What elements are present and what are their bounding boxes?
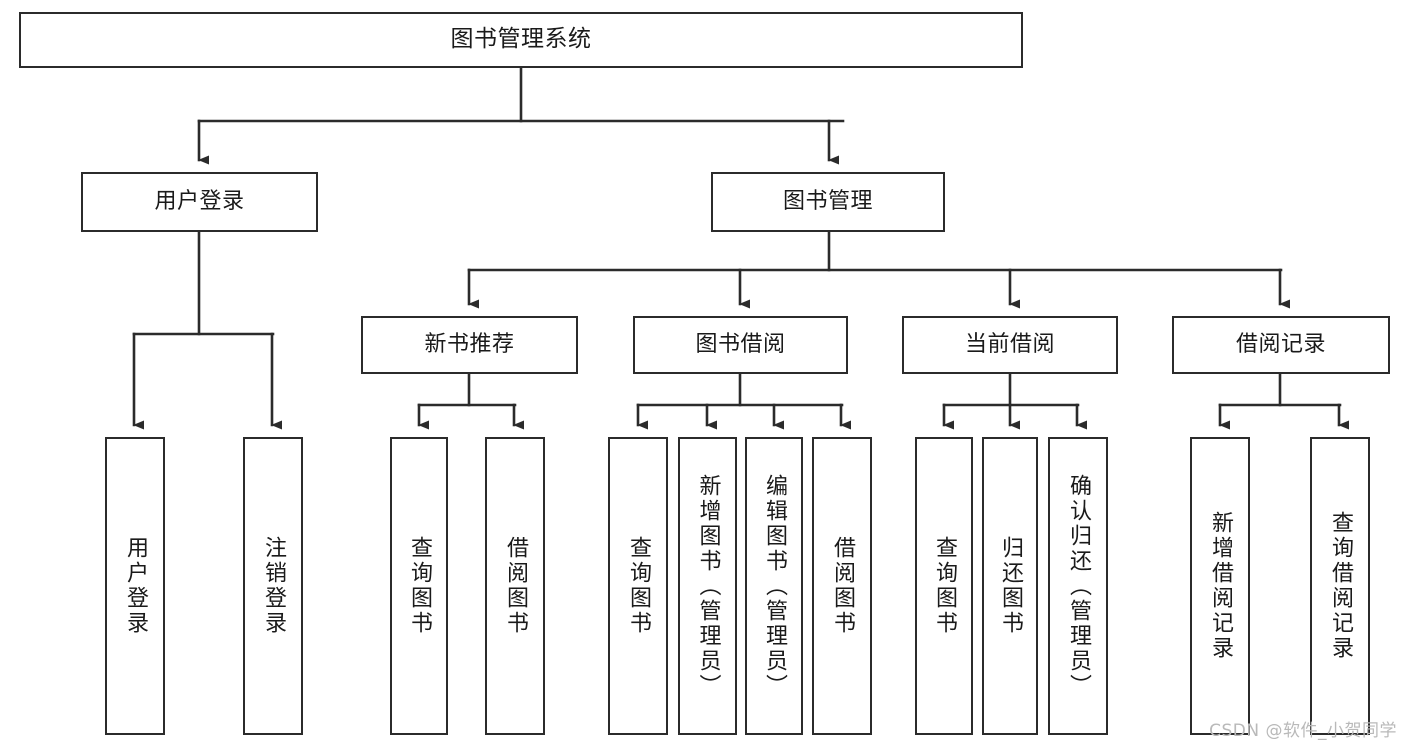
leaf-edit-book-admin-label: 编辑图书（管理员） [762,473,787,699]
leaf-logout[interactable]: 注销登录 [243,437,303,735]
leaf-edit-book-admin[interactable]: 编辑图书（管理员） [745,437,803,735]
leaf-borrow-books-new-label: 借阅图书 [503,536,528,636]
node-root-label: 图书管理系统 [450,26,592,53]
leaf-query-books-current-label: 查询图书 [932,536,957,636]
leaf-user-login[interactable]: 用户登录 [105,437,165,735]
leaf-query-books-current[interactable]: 查询图书 [915,437,973,735]
leaf-query-books-new[interactable]: 查询图书 [390,437,448,735]
leaf-borrow-books-label: 借阅图书 [830,536,855,636]
node-new-book-recommend[interactable]: 新书推荐 [361,316,578,374]
node-user-login[interactable]: 用户登录 [81,172,318,232]
node-root[interactable]: 图书管理系统 [19,12,1023,68]
leaf-return-books[interactable]: 归还图书 [982,437,1038,735]
leaf-confirm-return-admin-label: 确认归还（管理员） [1066,473,1091,699]
leaf-borrow-books-new[interactable]: 借阅图书 [485,437,545,735]
node-book-management[interactable]: 图书管理 [711,172,945,232]
node-borrow-records[interactable]: 借阅记录 [1172,316,1390,374]
node-book-borrow-label: 图书借阅 [695,331,786,357]
leaf-return-books-label: 归还图书 [998,536,1023,636]
leaf-user-login-label: 用户登录 [123,536,148,636]
leaf-borrow-books[interactable]: 借阅图书 [812,437,872,735]
node-current-borrow[interactable]: 当前借阅 [902,316,1118,374]
node-book-management-label: 图书管理 [782,188,873,214]
leaf-query-borrow-record-label: 查询借阅记录 [1328,511,1353,661]
leaf-add-borrow-record[interactable]: 新增借阅记录 [1190,437,1250,735]
leaf-query-borrow-record[interactable]: 查询借阅记录 [1310,437,1370,735]
leaf-logout-label: 注销登录 [261,536,286,636]
leaf-query-books-borrow[interactable]: 查询图书 [608,437,668,735]
node-book-borrow[interactable]: 图书借阅 [633,316,848,374]
leaf-query-books-borrow-label: 查询图书 [626,536,651,636]
node-current-borrow-label: 当前借阅 [964,331,1055,357]
leaf-add-borrow-record-label: 新增借阅记录 [1208,511,1233,661]
leaf-add-book-admin[interactable]: 新增图书（管理员） [678,437,737,735]
leaf-query-books-new-label: 查询图书 [407,536,432,636]
node-borrow-records-label: 借阅记录 [1235,331,1326,357]
leaf-confirm-return-admin[interactable]: 确认归还（管理员） [1048,437,1108,735]
node-new-book-recommend-label: 新书推荐 [424,331,515,357]
node-user-login-label: 用户登录 [154,188,245,214]
leaf-add-book-admin-label: 新增图书（管理员） [695,473,721,699]
